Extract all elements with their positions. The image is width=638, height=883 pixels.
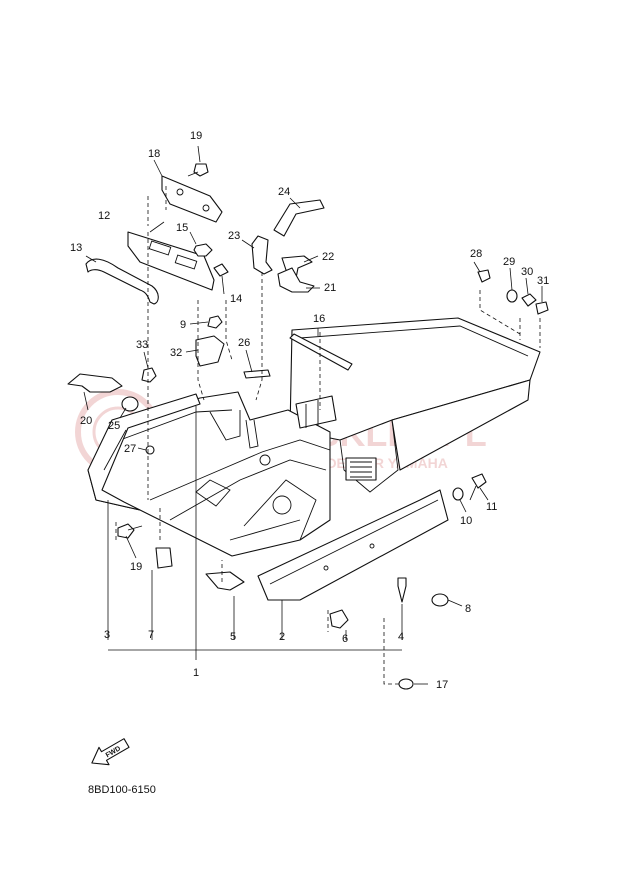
callout-15: 15 xyxy=(176,222,188,234)
callout-31: 31 xyxy=(537,275,549,287)
seat-tunnel-assembly xyxy=(87,317,541,601)
callout-10: 10 xyxy=(460,515,472,527)
diagram-code: 8BD100-6150 xyxy=(88,784,156,796)
callout-13: 13 xyxy=(70,242,82,254)
callout-9: 9 xyxy=(180,319,186,331)
fwd-label: FWD xyxy=(105,745,122,759)
callout-27: 27 xyxy=(124,443,136,455)
callout-28: 28 xyxy=(470,248,482,260)
callout-33: 33 xyxy=(136,339,148,351)
callout-17: 17 xyxy=(436,679,448,691)
callout-19-bottom: 19 xyxy=(130,561,142,573)
callout-32: 32 xyxy=(170,347,182,359)
guide-lines xyxy=(115,186,541,685)
callout-25: 25 xyxy=(108,420,120,432)
callout-18: 18 xyxy=(148,148,160,160)
fwd-arrow-icon: FWD xyxy=(91,738,130,766)
callout-26: 26 xyxy=(238,337,250,349)
callout-29: 29 xyxy=(503,256,515,268)
callout-24: 24 xyxy=(278,186,290,198)
callout-8: 8 xyxy=(465,603,471,615)
callout-30: 30 xyxy=(521,266,533,278)
callout-2: 2 xyxy=(279,631,285,643)
callout-20: 20 xyxy=(80,415,92,427)
callout-5: 5 xyxy=(230,631,236,643)
callout-22: 22 xyxy=(322,251,334,263)
small-parts xyxy=(67,163,549,690)
callout-11: 11 xyxy=(486,501,497,513)
callout-3: 3 xyxy=(104,629,110,641)
callout-14: 14 xyxy=(230,293,242,305)
callout-21: 21 xyxy=(324,282,336,294)
callout-12: 12 xyxy=(98,210,110,222)
leader-lines xyxy=(83,145,543,685)
callout-6: 6 xyxy=(342,633,348,645)
callout-1: 1 xyxy=(193,667,199,679)
callout-19-top: 19 xyxy=(190,130,202,142)
callout-labels: 1 2 3 4 5 6 7 8 9 10 11 12 13 14 15 16 1… xyxy=(70,130,549,691)
callout-7: 7 xyxy=(148,629,154,641)
callout-4: 4 xyxy=(398,631,404,643)
callout-16: 16 xyxy=(313,313,325,325)
callout-23: 23 xyxy=(228,230,240,242)
